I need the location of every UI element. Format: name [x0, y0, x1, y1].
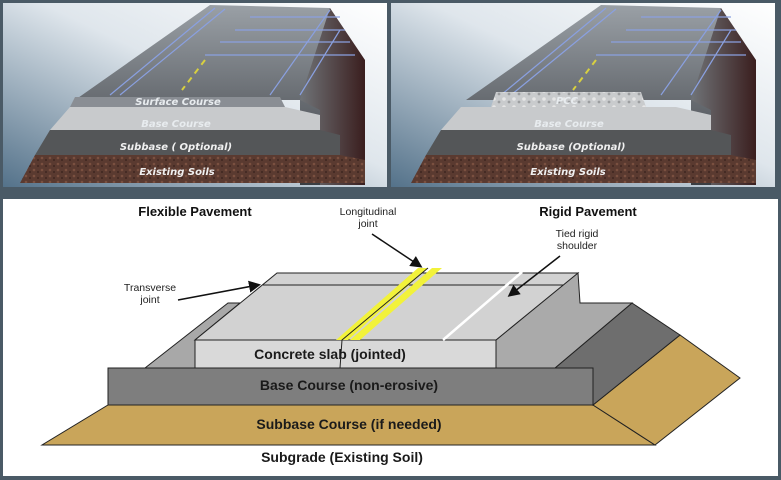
- longitudinal-joint-arrow: [371, 233, 423, 268]
- base-course-label: Base Course (non-erosive): [260, 377, 438, 393]
- transverse-joint-label: Transverse: [124, 282, 176, 294]
- flexible-pavement-title: Flexible Pavement: [138, 204, 252, 219]
- subgrade-label: Subgrade (Existing Soil): [261, 449, 423, 465]
- flexible-pavement-3d-panel: Surface Course Base Course Subbase ( Opt…: [3, 3, 387, 187]
- subbase-course-label: Subbase Course (if needed): [256, 416, 441, 432]
- concrete-slab-front: [194, 339, 497, 369]
- existing-soils-label: Existing Soils: [139, 167, 215, 178]
- road-side-face: [691, 8, 756, 185]
- concrete-slab-label: Concrete slab (jointed): [254, 346, 406, 362]
- subbase-label: Subbase ( Optional): [120, 142, 232, 153]
- surface-course-layer: [70, 97, 285, 107]
- existing-soils-layer: [20, 155, 365, 183]
- base-course-layer: [50, 107, 320, 130]
- base-course-label: Base Course: [534, 119, 604, 130]
- rigid-pavement-cross-section: Flexible Pavement Rigid Pavement Longitu…: [3, 199, 778, 476]
- lane-grid-lines: [500, 7, 746, 96]
- rigid-pavement-title: Rigid Pavement: [539, 204, 637, 219]
- surface-course-label: Surface Course: [135, 97, 221, 108]
- joint-highlight-right: [350, 268, 442, 340]
- pcc-layer: [491, 92, 646, 107]
- longitudinal-joint-label-2: joint: [357, 218, 377, 230]
- lane-grid-lines: [109, 7, 355, 96]
- tied-shoulder-label-2: shoulder: [557, 240, 598, 252]
- road-side-face: [300, 8, 365, 185]
- road-surface: [75, 5, 365, 185]
- subbase-layer: [426, 130, 731, 155]
- longitudinal-joint-label: Longitudinal: [340, 206, 397, 218]
- transverse-joint-arrow: [177, 280, 261, 301]
- joint-highlight-left: [336, 268, 428, 340]
- existing-soils-label: Existing Soils: [530, 167, 606, 178]
- subbase-label: Subbase (Optional): [517, 142, 626, 153]
- tied-shoulder-arrow: [507, 255, 561, 297]
- transverse-joint-label-2: joint: [139, 294, 159, 306]
- rigid-pavement-3d-panel: PCC Base Course Subbase (Optional) Exist…: [391, 3, 775, 187]
- longitudinal-joint-line: [339, 267, 429, 369]
- pcc-label: PCC: [556, 96, 579, 107]
- existing-soils-layer: [411, 155, 756, 183]
- shoulder-edge-line: [442, 271, 523, 341]
- tied-shoulder-label: Tied rigid: [556, 228, 599, 240]
- base-course-label: Base Course: [141, 119, 211, 130]
- subbase-layer: [35, 130, 340, 155]
- base-course-layer: [441, 107, 711, 130]
